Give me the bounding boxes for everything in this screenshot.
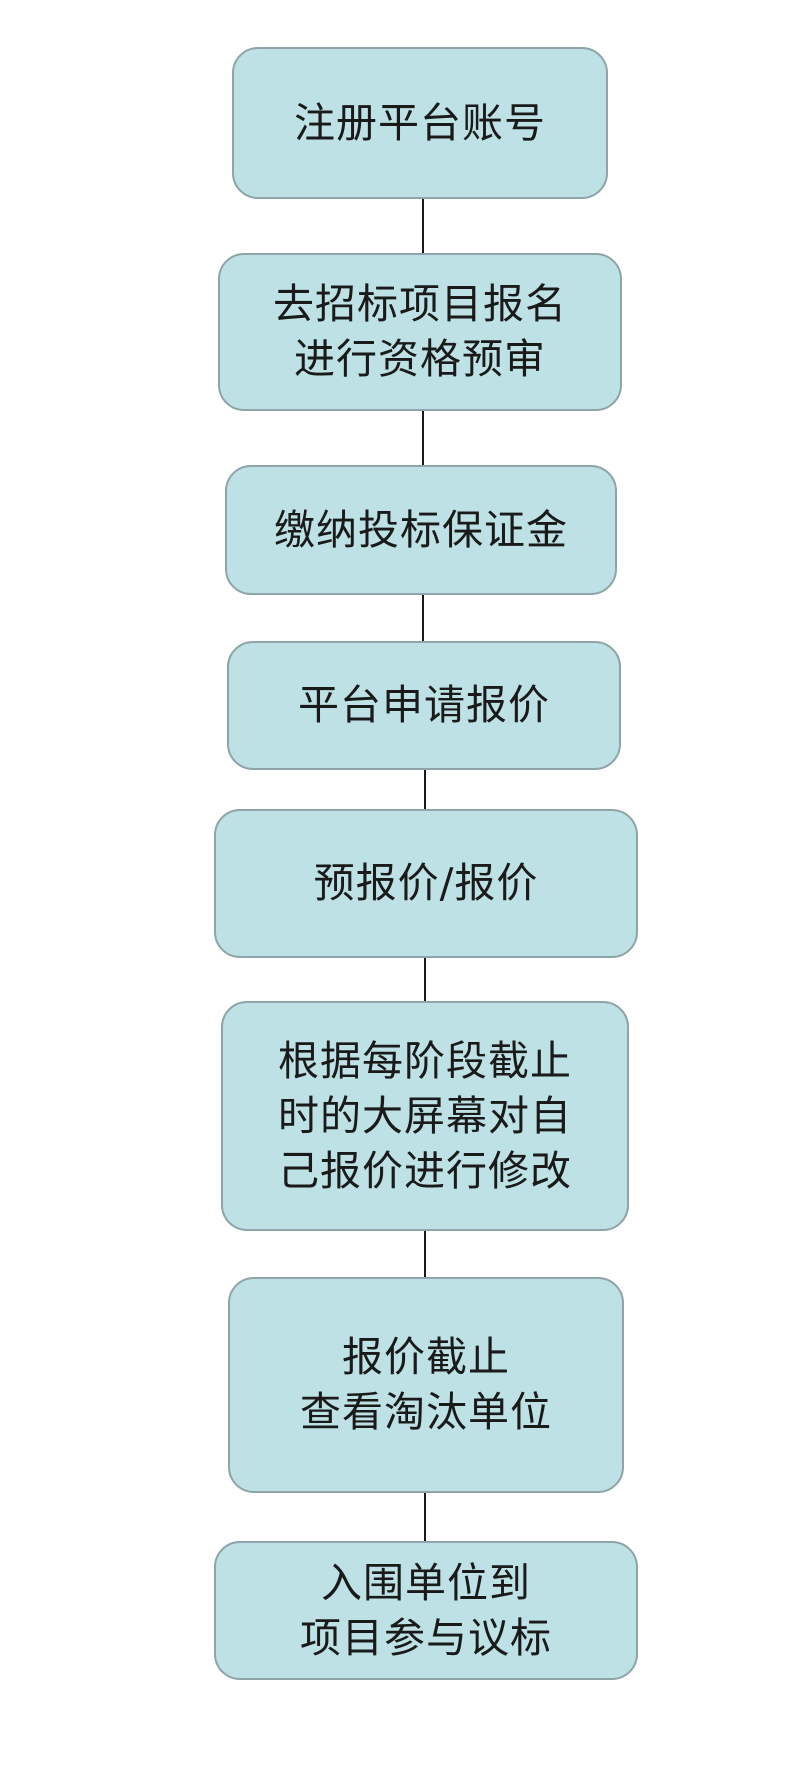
step-box-1: 注册平台账号 [232, 47, 608, 199]
step-box-4: 平台申请报价 [227, 641, 621, 770]
connector-3-4 [422, 594, 424, 642]
connector-5-6 [424, 957, 426, 1002]
step-5-line-1: 预报价/报价 [313, 859, 539, 907]
step-8-line-2: 项目参与议标 [300, 1613, 552, 1662]
step-box-2: 去招标项目报名 进行资格预审 [218, 253, 622, 411]
connector-4-5 [424, 769, 426, 810]
step-3-line-1: 缴纳投标保证金 [274, 505, 568, 554]
step-4-line-1: 平台申请报价 [298, 681, 550, 729]
step-box-3: 缴纳投标保证金 [225, 465, 617, 595]
step-box-7: 报价截止 查看淘汰单位 [228, 1277, 624, 1493]
step-8-line-1: 入围单位到 [321, 1558, 531, 1607]
step-6-line-1: 根据每阶段截止 [278, 1036, 572, 1085]
step-6-line-3: 己报价进行修改 [278, 1146, 572, 1195]
connector-6-7 [424, 1230, 426, 1278]
step-7-line-1: 报价截止 [342, 1333, 510, 1381]
step-box-8: 入围单位到 项目参与议标 [214, 1541, 638, 1680]
step-box-5: 预报价/报价 [214, 809, 638, 958]
step-2-line-2: 进行资格预审 [294, 335, 546, 383]
step-1-line-1: 注册平台账号 [294, 98, 546, 147]
step-7-line-2: 查看淘汰单位 [300, 1388, 552, 1436]
connector-7-8 [424, 1492, 426, 1542]
connector-2-3 [422, 410, 424, 466]
step-6-line-2: 时的大屏幕对自 [278, 1091, 572, 1140]
step-box-6: 根据每阶段截止 时的大屏幕对自 己报价进行修改 [221, 1001, 629, 1231]
connector-1-2 [422, 198, 424, 254]
step-2-line-1: 去招标项目报名 [273, 280, 567, 328]
